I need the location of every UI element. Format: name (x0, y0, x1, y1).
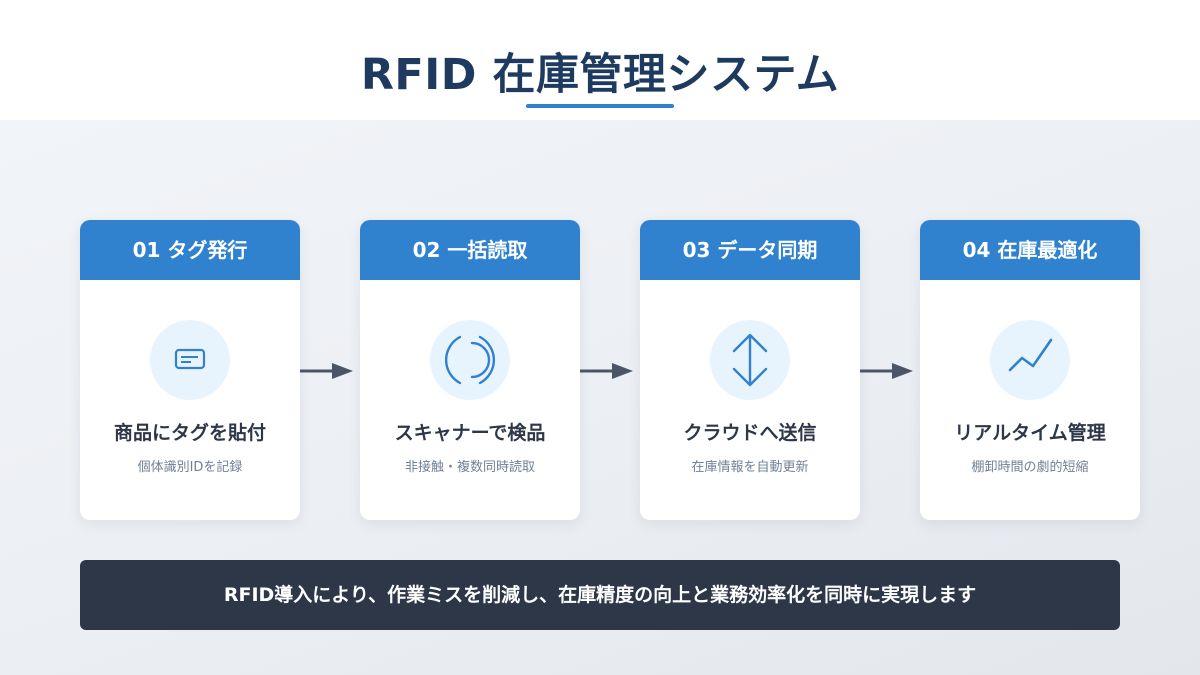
step-label: 01 タグ発行 (80, 220, 300, 280)
step-subtitle: 棚卸時間の劇的短縮 (971, 460, 1089, 475)
step-title: 商品にタグを貼付 (113, 422, 266, 444)
rfid-signal-icon (430, 320, 510, 400)
step-card-4: 04 在庫最適化 リアルタイム管理 棚卸時間の劇的短縮 (920, 220, 1140, 520)
arrow-right-icon (300, 363, 353, 379)
step-title: リアルタイム管理 (954, 422, 1106, 444)
sync-up-down-icon (710, 320, 790, 400)
tag-card-icon (150, 320, 230, 400)
step-title: クラウドへ送信 (683, 422, 817, 444)
step-title: スキャナーで検品 (394, 422, 546, 444)
step-card-1: 01 タグ発行 商品にタグを貼付 個体識別IDを記録 (80, 220, 300, 520)
step-subtitle: 在庫情報を自動更新 (691, 460, 809, 475)
step-subtitle: 非接触・複数同時読取 (404, 460, 535, 475)
step-card-3: 03 データ同期 クラウドへ送信 在庫情報を自動更新 (640, 220, 860, 520)
step-label: 02 一括読取 (360, 220, 580, 280)
page-title: RFID 在庫管理システム (360, 50, 840, 100)
arrow-right-icon (580, 363, 633, 379)
step-label: 03 データ同期 (640, 220, 860, 280)
header-band: RFID 在庫管理システム (0, 0, 1200, 120)
step-label: 04 在庫最適化 (920, 220, 1140, 280)
step-card-2: 02 一括読取 スキャナーで検品 非接触・複数同時読取 (360, 220, 580, 520)
trend-line-icon (990, 320, 1070, 400)
title-underline (526, 104, 674, 108)
arrow-right-icon (860, 363, 913, 379)
summary-banner: RFID導入により、作業ミスを削減し、在庫精度の向上と業務効率化を同時に実現しま… (80, 560, 1120, 630)
step-subtitle: 個体識別IDを記録 (137, 460, 243, 475)
